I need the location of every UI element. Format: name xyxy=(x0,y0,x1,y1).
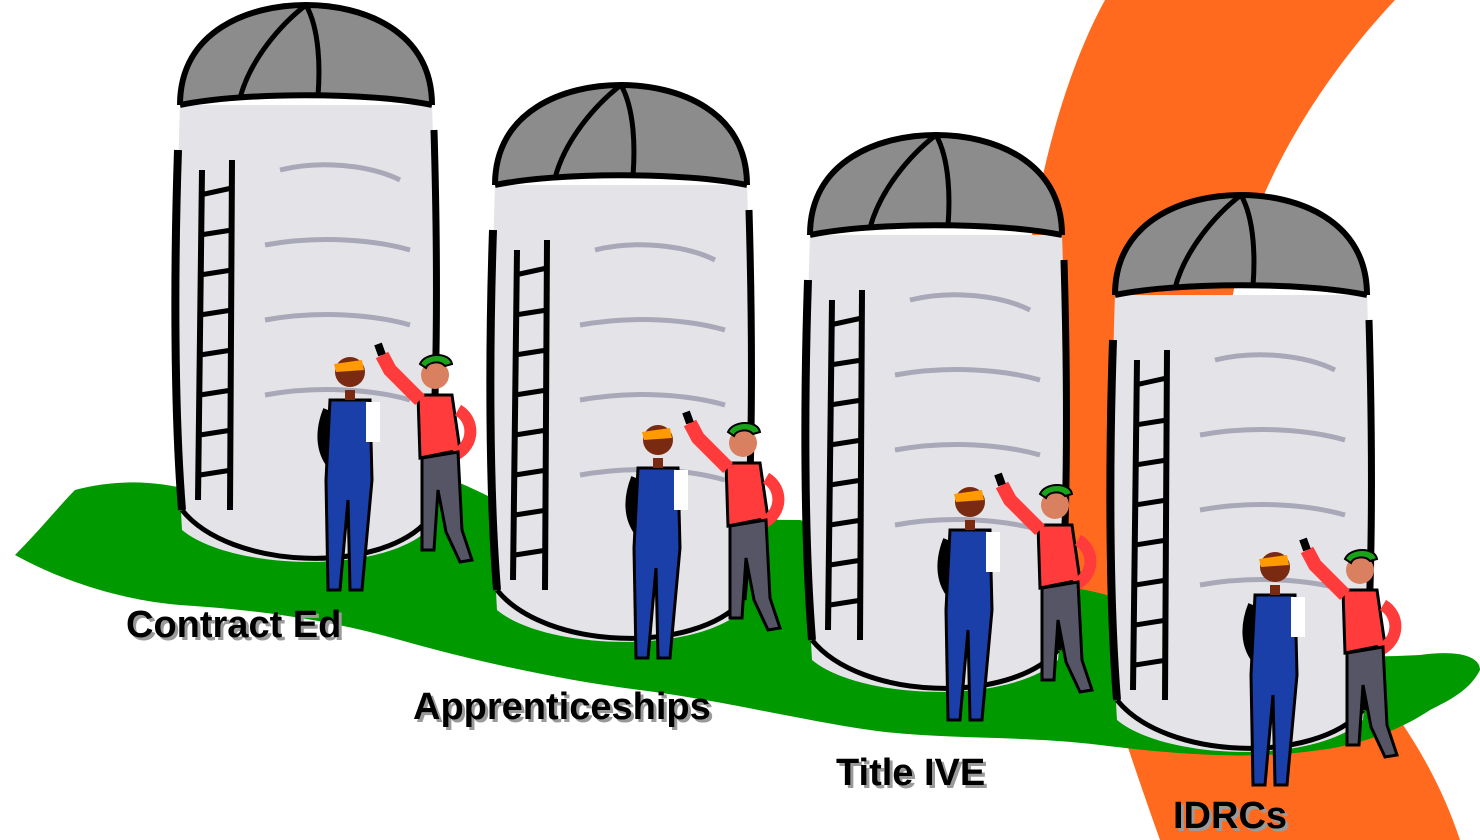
label-title-ive: Title IVE xyxy=(836,752,986,794)
label-contract-ed: Contract Ed xyxy=(126,604,342,646)
silo-icon-4 xyxy=(1110,195,1371,752)
label-idrcs: IDRCs xyxy=(1173,795,1288,837)
silo-icon-1 xyxy=(175,5,436,562)
label-apprenticeships: Apprenticeships xyxy=(413,686,711,728)
silo-icon-2 xyxy=(490,85,751,642)
silo-icon-3 xyxy=(805,135,1066,692)
